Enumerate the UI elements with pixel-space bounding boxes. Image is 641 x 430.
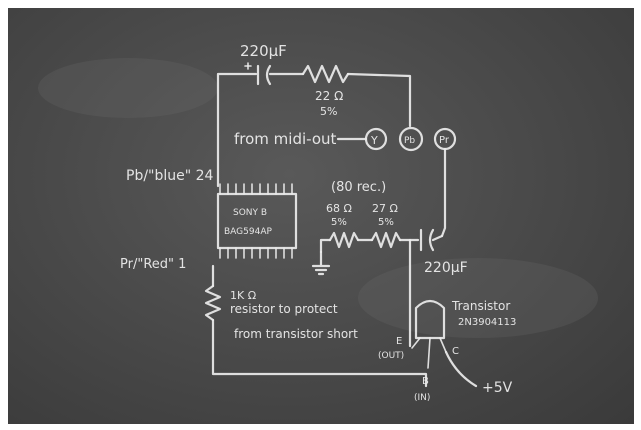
chip-pins-bottom (219, 247, 293, 259)
label-res-27-tol: 5% (378, 217, 394, 228)
label-pin-b-note: (IN) (414, 393, 430, 403)
smudge (358, 258, 598, 338)
label-node-y: Y (370, 134, 378, 147)
label-pin-c: C (452, 346, 459, 357)
ground-icon (311, 250, 331, 276)
label-80rec: (80 rec.) (331, 180, 386, 195)
label-transistor-part: 2N3904113 (458, 317, 516, 328)
label-res-27: 27 Ω (372, 202, 398, 215)
resistor-1k (204, 284, 222, 322)
resistor-68 (328, 231, 360, 249)
label-chip-line2: BAG594AP (224, 227, 272, 237)
label-res-top: 22 Ω (315, 89, 343, 103)
smudge (38, 58, 218, 118)
label-pin-e-note: (OUT) (378, 351, 404, 361)
label-res-68: 68 Ω (326, 202, 352, 215)
node-y (364, 127, 388, 151)
label-note-2: from transistor short (234, 327, 358, 341)
label-cap-top: 220µF (240, 42, 287, 60)
label-from-midi: from midi-out (234, 130, 337, 148)
wire-bottom (211, 318, 428, 388)
node-pb (398, 126, 424, 152)
label-supply: +5V (482, 380, 513, 396)
label-node-pr: Pr (439, 135, 450, 146)
transistor-legs (411, 337, 447, 369)
chip-pins-top (219, 183, 293, 195)
chip-body (216, 192, 298, 250)
label-chip-line1: SONY B (233, 208, 267, 218)
label-cap-right: 220µF (424, 260, 468, 276)
wire-cap-right (431, 234, 444, 242)
chalkboard: 220µF 22 Ω 5% from midi-out Y Pb Pr Pb/"… (8, 8, 634, 424)
wire-collector (444, 350, 478, 388)
label-pb-blue: Pb/"blue" 24 (126, 168, 214, 184)
wire-ground-branch (319, 238, 332, 254)
cap-top-plate-right (265, 64, 272, 86)
wire-top-left (216, 72, 258, 188)
wire-top-right (346, 72, 412, 128)
circuit-diagram: 220µF 22 Ω 5% from midi-out Y Pb Pr Pb/"… (38, 42, 598, 403)
cap-right-plate-right (428, 228, 435, 252)
label-pin-e: E (396, 336, 402, 347)
wire-pr-down (440, 147, 447, 238)
label-res-68-tol: 5% (331, 217, 347, 228)
label-res-top-tol: 5% (320, 105, 337, 118)
resistor-27 (370, 231, 402, 249)
label-pr-red: Pr/"Red" 1 (120, 257, 186, 272)
label-note-1: resistor to protect (230, 302, 338, 316)
label-transistor: Transistor (451, 299, 510, 313)
resistor-22 (301, 64, 350, 84)
label-res-1k: 1K Ω (230, 289, 256, 302)
label-node-pb: Pb (404, 136, 415, 146)
label-pin-b: B (422, 376, 429, 387)
transistor-body (414, 299, 446, 340)
